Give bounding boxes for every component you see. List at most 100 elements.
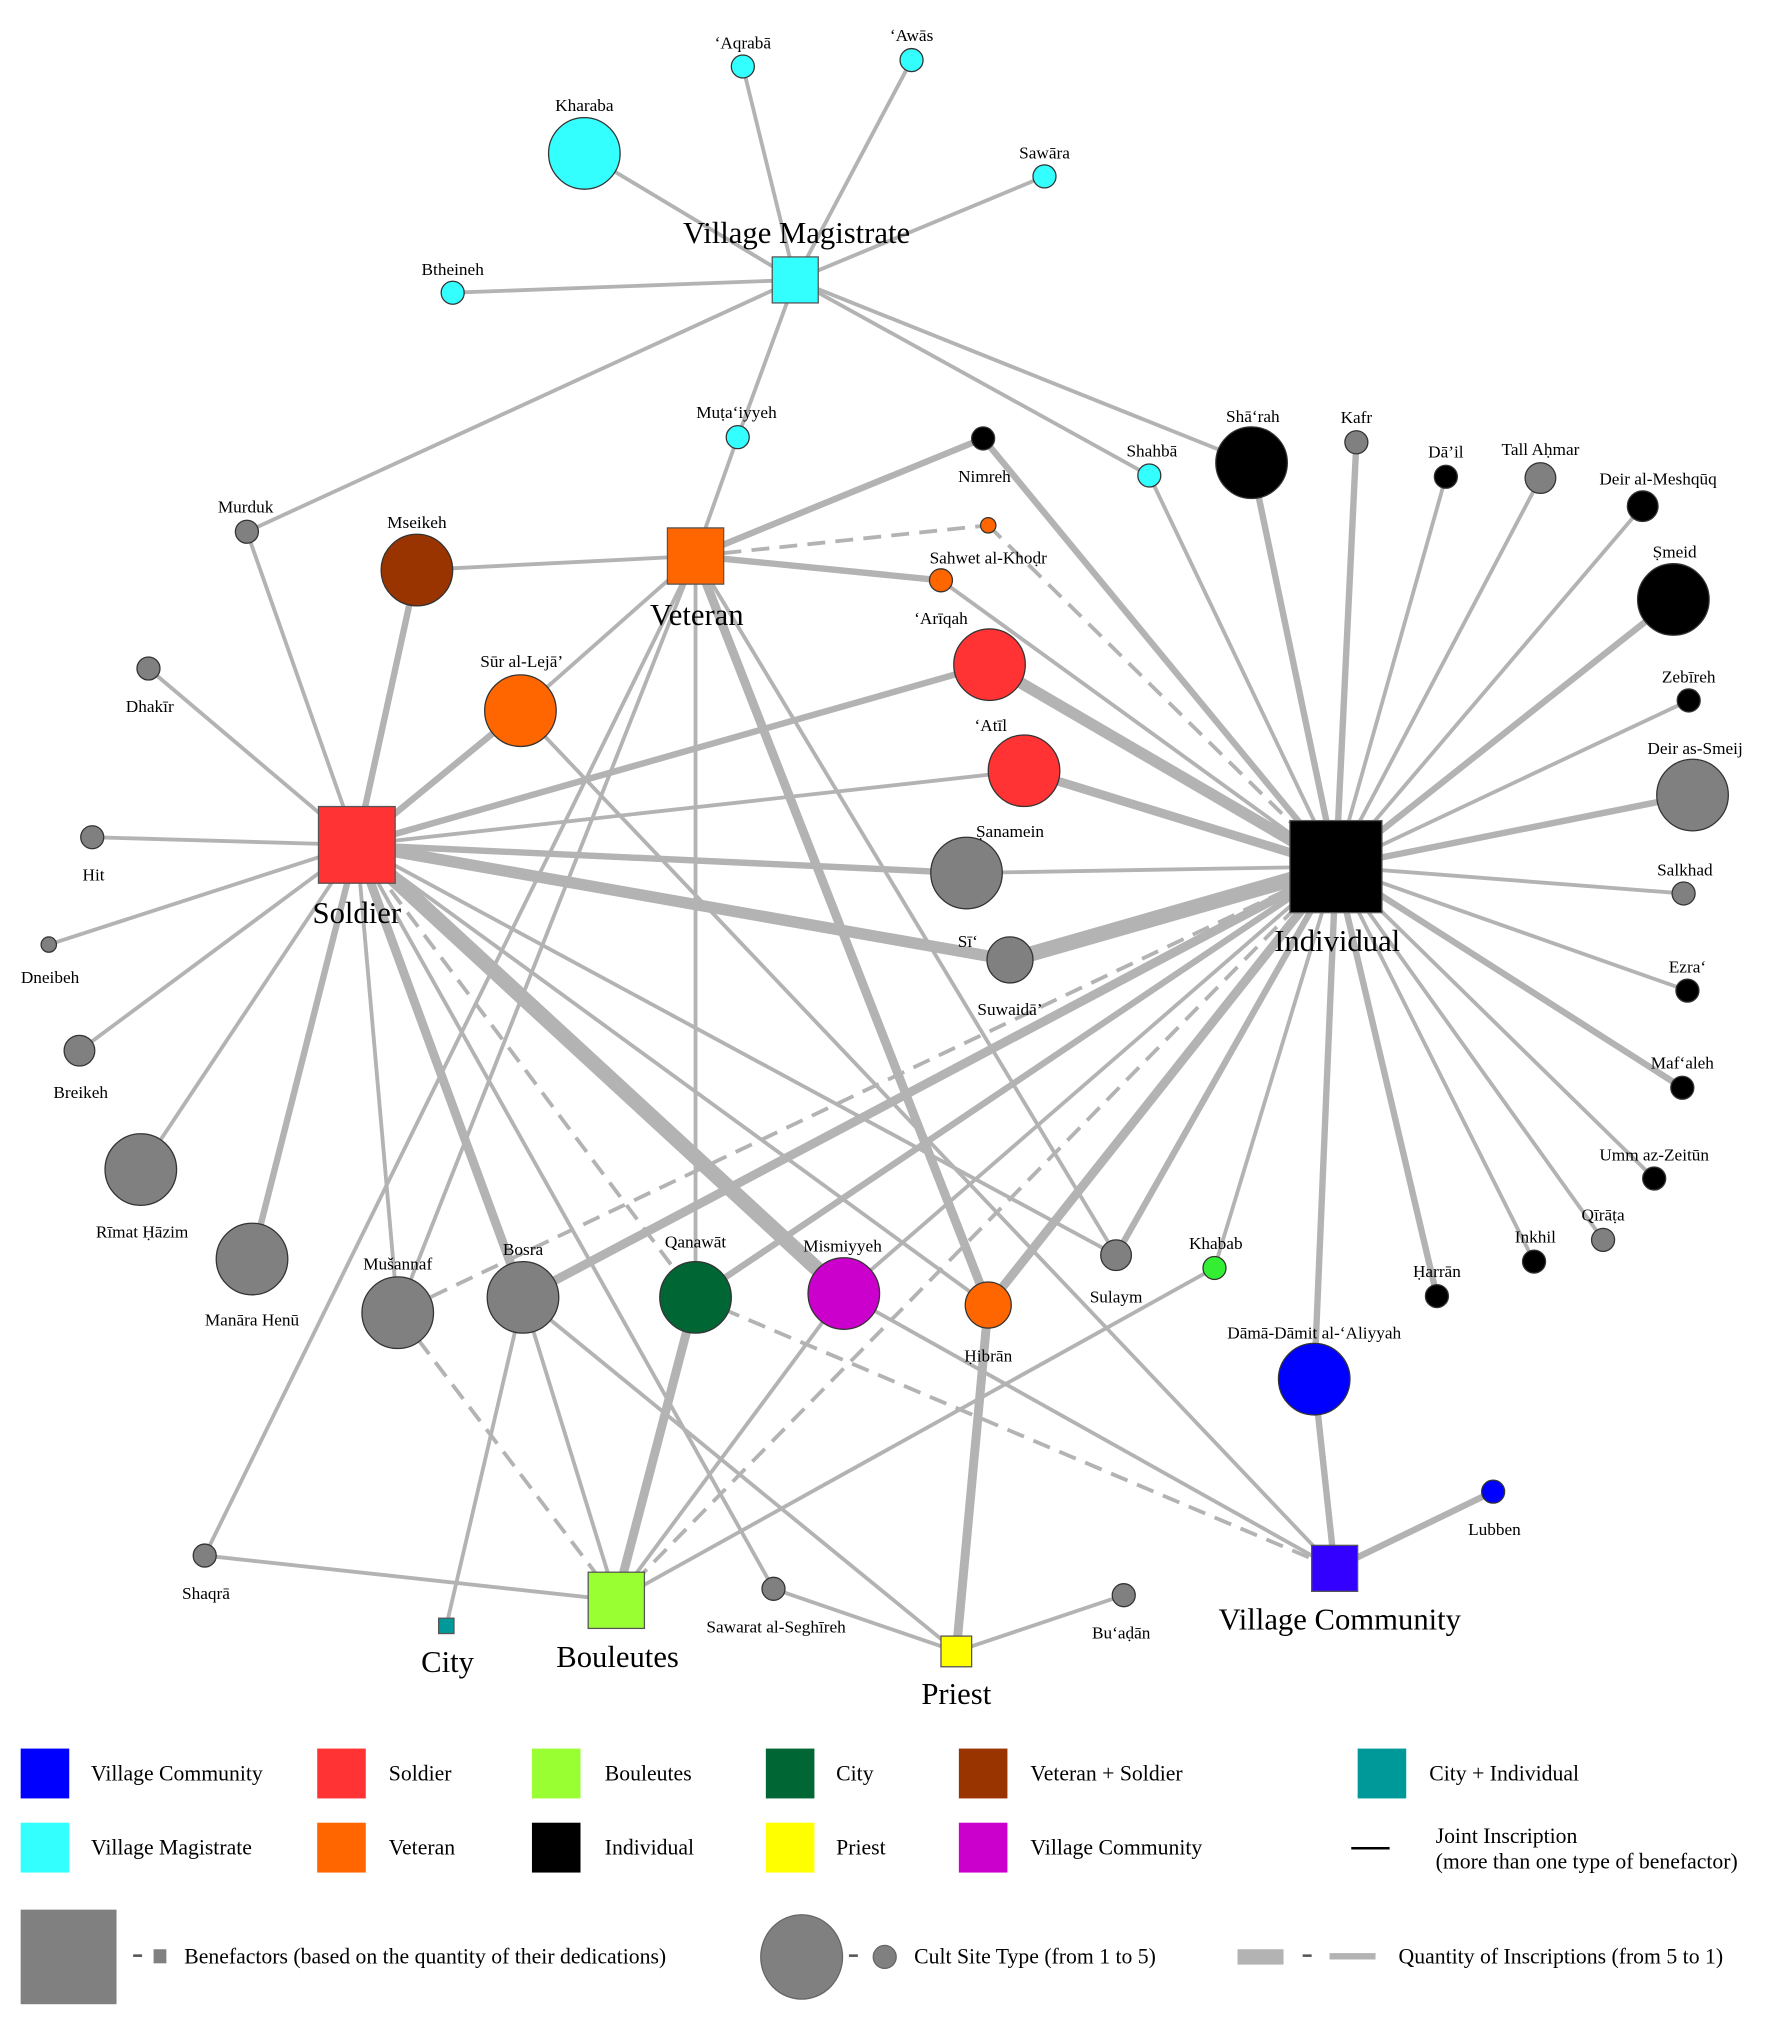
benefactor-label-vc: Village Community (1218, 1603, 1461, 1637)
site-node-khabab[interactable] (1202, 1255, 1227, 1281)
site-node-sahwet[interactable] (979, 517, 997, 534)
benefactor-label-bou: Bouleutes (556, 1640, 679, 1674)
site-label-hit: Hit (82, 866, 104, 885)
site-label-musannaf: Mušannaf (363, 1254, 432, 1273)
benefactor-node-bou[interactable] (587, 1571, 646, 1630)
site-node-atil[interactable] (953, 628, 1026, 702)
site-label-ummzeitun: Umm az-Zeitūn (1599, 1146, 1709, 1165)
site-label-shaqra: Shaqrā (182, 1584, 230, 1603)
site-node-bosra[interactable] (486, 1260, 560, 1334)
site-node-murduk[interactable] (234, 519, 260, 544)
site-node-aqraba[interactable] (730, 54, 755, 79)
site-node-awas[interactable] (899, 47, 924, 73)
site-node-breikeh[interactable] (63, 1034, 96, 1067)
site-node-smeij[interactable] (1656, 758, 1729, 832)
site-node-dail[interactable] (1433, 464, 1458, 489)
legend-label: Soldier (389, 1762, 453, 1786)
site-node-sawarat[interactable] (761, 1576, 786, 1601)
site-label-dneibeh: Dneibeh (21, 968, 80, 987)
legend-swatch (317, 1822, 366, 1873)
legend-thick-line (1237, 1949, 1284, 1965)
site-node-ezra[interactable] (1675, 978, 1700, 1003)
site-label-sanamein: Ṣanamein (976, 822, 1044, 841)
site-node-qanawat[interactable] (659, 1260, 732, 1334)
site-node-lubben[interactable] (1481, 1479, 1506, 1504)
site-label-hibran: Ḥibrān (964, 1346, 1012, 1365)
site-node-hibran[interactable] (964, 1281, 1012, 1329)
site-node-musannaf[interactable] (361, 1276, 435, 1350)
edges-layer (48, 59, 1694, 1654)
edge-IND-salkhad (1335, 864, 1684, 896)
site-node-btheineh[interactable] (440, 280, 465, 305)
site-label-sulaym: Sulaym (1090, 1287, 1143, 1306)
site-node-manara[interactable] (215, 1222, 289, 1296)
site-node-dhakir[interactable] (136, 656, 161, 681)
edge-VM-murduk (246, 278, 797, 534)
site-label-mseikeh: Mseikeh (387, 513, 447, 532)
edge-IND-mismiyyeh (842, 865, 1338, 1295)
site-node-sawara[interactable] (1032, 164, 1057, 189)
site-node-zebireh[interactable] (1676, 688, 1701, 713)
site-node-kafr[interactable] (1344, 430, 1369, 455)
site-node-mseikeh[interactable] (380, 533, 454, 607)
site-node-tallahmar[interactable] (1524, 462, 1557, 495)
edge-sahwet-IND (986, 523, 1338, 868)
site-node-kharaba[interactable] (547, 116, 621, 190)
benefactor-node-ind[interactable] (1289, 819, 1383, 914)
site-node-smeid[interactable] (1636, 563, 1710, 636)
site-node-sulaym[interactable] (1100, 1239, 1133, 1272)
site-node-sharah[interactable] (1215, 426, 1288, 500)
legend-thin-line (1329, 1953, 1376, 1960)
benefactor-node-vc[interactable] (1311, 1544, 1359, 1592)
site-node-inkhil[interactable] (1521, 1249, 1547, 1274)
site-node-dama[interactable] (1277, 1342, 1351, 1416)
site-label-surlejaa: Sūr al-Lejā’ (480, 652, 563, 671)
site-node-mismiyyeh[interactable] (807, 1257, 881, 1330)
site-node-mutaiyyeh[interactable] (725, 425, 750, 450)
site-node-shahba[interactable] (1137, 463, 1162, 488)
benefactor-node-vet[interactable] (666, 527, 725, 585)
site-node-mafaleh[interactable] (1670, 1075, 1695, 1100)
edge-SOL-mseikeh (353, 569, 421, 846)
site-node-buadan[interactable] (1111, 1583, 1136, 1608)
benefactor-node-sol[interactable] (317, 805, 396, 884)
benefactor-node-pri[interactable] (940, 1635, 973, 1668)
site-node-surlejaa[interactable] (484, 674, 557, 748)
site-label-atil: ‘Atīl (975, 716, 1008, 735)
edge-SOL-breikeh (78, 843, 358, 1053)
edge-IND-harran (1332, 865, 1441, 1297)
site-node-suwaida[interactable] (986, 936, 1034, 984)
edge-IND-bosra (520, 862, 1339, 1302)
benefactor-node-vm[interactable] (771, 256, 819, 304)
site-node-sanamein[interactable] (987, 734, 1061, 808)
site-label-smeid: Ṣmeid (1653, 542, 1697, 561)
site-node-nimreh[interactable] (971, 426, 996, 451)
edge-VET-sulaym (693, 555, 1118, 1257)
site-node-si[interactable] (930, 836, 1003, 910)
site-node-hit[interactable] (80, 825, 105, 850)
site-node-dneibeh[interactable] (40, 936, 58, 953)
benefactor-label-city: City (421, 1645, 474, 1679)
site-node-salkhad[interactable] (1671, 881, 1696, 906)
edge-IND-khabab (1212, 866, 1338, 1269)
site-node-harran[interactable] (1424, 1283, 1450, 1309)
site-label-qanawat: Qanawāt (665, 1233, 727, 1252)
legend-swatch (20, 1748, 70, 1799)
site-node-shaqra[interactable] (192, 1543, 217, 1568)
benefactor-node-city[interactable] (437, 1617, 455, 1635)
edge-VM-kharaba (583, 151, 797, 282)
legend-swatch (317, 1748, 366, 1799)
benefactor-label-ind: Individual (1274, 924, 1400, 958)
edge-BOU-shaqra (204, 1553, 617, 1603)
site-label-manara: Manāra Henū (205, 1310, 300, 1329)
site-node-qirata[interactable] (1590, 1227, 1616, 1252)
site-node-meshquq[interactable] (1626, 490, 1659, 523)
site-node-ummzeitun[interactable] (1642, 1166, 1667, 1191)
site-label-smeij: Deir as-Smeij (1647, 739, 1742, 758)
legend-swatch (20, 1822, 70, 1873)
legend-swatch (765, 1748, 815, 1799)
site-label-murduk: Murduk (218, 498, 274, 517)
site-node-ariqah[interactable] (928, 568, 954, 593)
site-node-rimat[interactable] (104, 1133, 178, 1206)
edge-VET-ariqah (695, 552, 942, 584)
